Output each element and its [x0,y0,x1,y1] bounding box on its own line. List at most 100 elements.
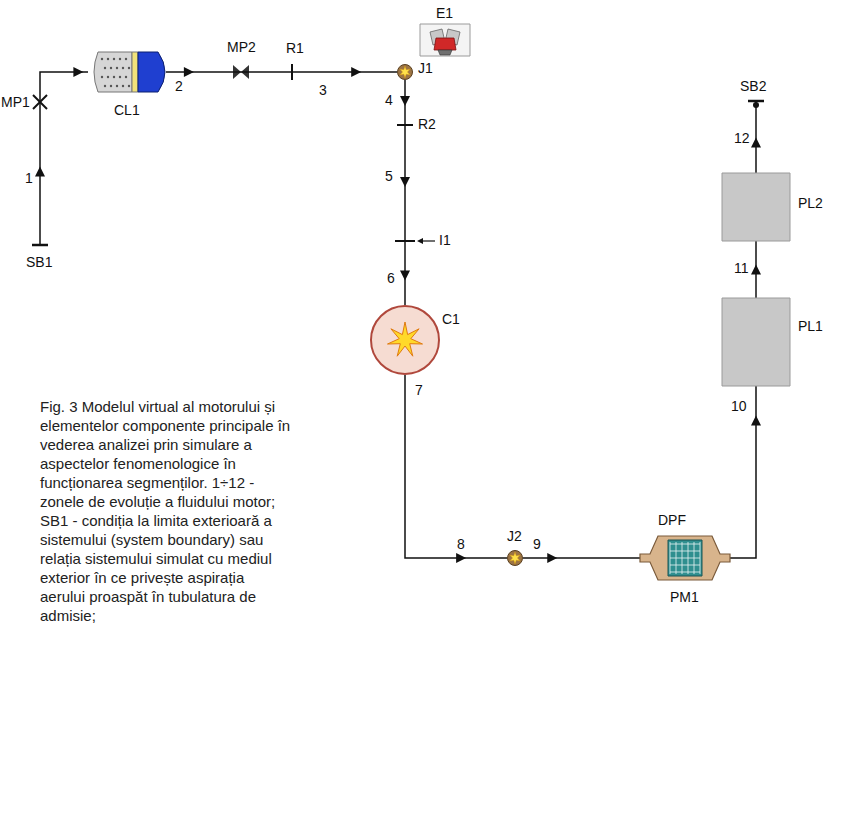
filter-grain [113,76,115,78]
connector-line [249,71,289,73]
restriction-symbol: R2 [397,122,413,128]
component-symbol [722,173,790,241]
filter-grain [104,85,106,87]
filter-grain [107,76,109,78]
symbol-shape [510,552,520,564]
symbol-shape [420,24,470,56]
flow-connector [400,128,410,236]
symbol-shape [388,322,423,356]
connector-line [730,386,756,558]
symbol-stroke [404,122,406,128]
component-symbol [395,236,435,246]
arrow-head [456,553,466,563]
filter-grain [119,58,121,60]
symbol-shape [722,298,790,386]
arrow-head [73,67,83,77]
component-label: J1 [418,60,433,76]
figure-caption: Fig. 3 Modelul virtual al motorului și e… [40,397,292,625]
flow-connector [730,386,761,558]
flow-connector [751,241,761,298]
filter-grain [122,67,124,69]
component-label: R2 [418,116,436,132]
junction-symbol: J1 [397,64,413,80]
symbol-stroke [166,71,170,73]
component-label: SB1 [26,254,52,270]
flow-connector [35,109,45,234]
callout-number: 3 [318,82,328,98]
restriction-symbol: R1 [289,64,295,80]
component-label: PL2 [798,195,823,211]
component-symbol [748,101,764,112]
arrow-head [35,167,45,177]
flow-connector [405,375,507,563]
flow-connector [249,72,289,73]
filter-grain [122,85,124,87]
system-boundary: SB2 [748,100,764,112]
symbol-outline [32,234,48,246]
symbol-stroke [289,71,295,73]
junction-disc [508,551,523,566]
filter-grain [104,67,106,69]
component-label: CL1 [114,102,140,118]
component-label: C1 [442,311,460,327]
symbol-stroke [670,544,700,545]
filter-grain [116,67,118,69]
callout-number: 6 [386,270,396,286]
symbol-stroke [32,244,48,247]
component-symbol [371,306,439,374]
symbol-stroke [39,95,41,109]
callout-number: 8 [456,536,466,552]
symbol-shape [640,536,730,580]
symbol-outline [507,550,523,566]
filter-grain [125,76,127,78]
engine-icon: E1 [420,24,470,56]
junction-disc [398,65,413,80]
symbol-stroke [670,551,700,552]
filter-grain [113,58,115,60]
callout-number: 12 [733,130,751,146]
callout-number: 4 [384,92,394,108]
callout-number: 2 [174,78,184,94]
plenum-box: PL2 [722,173,790,241]
symbol-shape [94,52,132,92]
flow-connector [523,553,640,563]
callout-number: 1 [24,170,34,186]
symbol-shape [668,540,702,576]
component-symbol [398,65,413,80]
callout-number: 10 [730,398,748,414]
filter-grain [101,76,103,78]
component-symbol [33,95,47,109]
symbol-shape [400,66,410,78]
callout-number: 11 [733,260,750,276]
system-boundary: SB1 [32,234,48,246]
component-symbol [722,298,790,386]
component-symbol [233,65,249,79]
arrow-head [547,553,557,563]
symbol-outline [289,64,295,80]
cylinder-symbol: C1 [370,305,440,375]
component-label: DPF [658,512,686,528]
flow-connector [40,67,88,95]
symbol-stroke [33,95,47,109]
arrow-head [351,67,361,77]
component-label: SB2 [740,78,766,94]
symbol-shape [417,238,423,244]
symbol-shape [438,50,452,55]
component-label: E1 [436,5,453,21]
component-symbol [508,551,523,566]
arrow-head [400,96,410,106]
connector-line [405,375,507,558]
symbol-stroke [670,572,700,573]
component-label: I1 [439,232,451,248]
injector-symbol: I1 [395,236,415,246]
arrow-head [184,67,194,77]
flow-connector [400,246,410,305]
filter-grain [101,58,103,60]
component-label: PL1 [798,318,823,334]
symbol-outline [748,100,764,112]
flow-connector [170,67,233,77]
symbol-stroke [421,240,435,241]
symbol-stroke [39,234,41,244]
component-symbol [640,536,730,580]
symbol-outline [397,64,413,80]
